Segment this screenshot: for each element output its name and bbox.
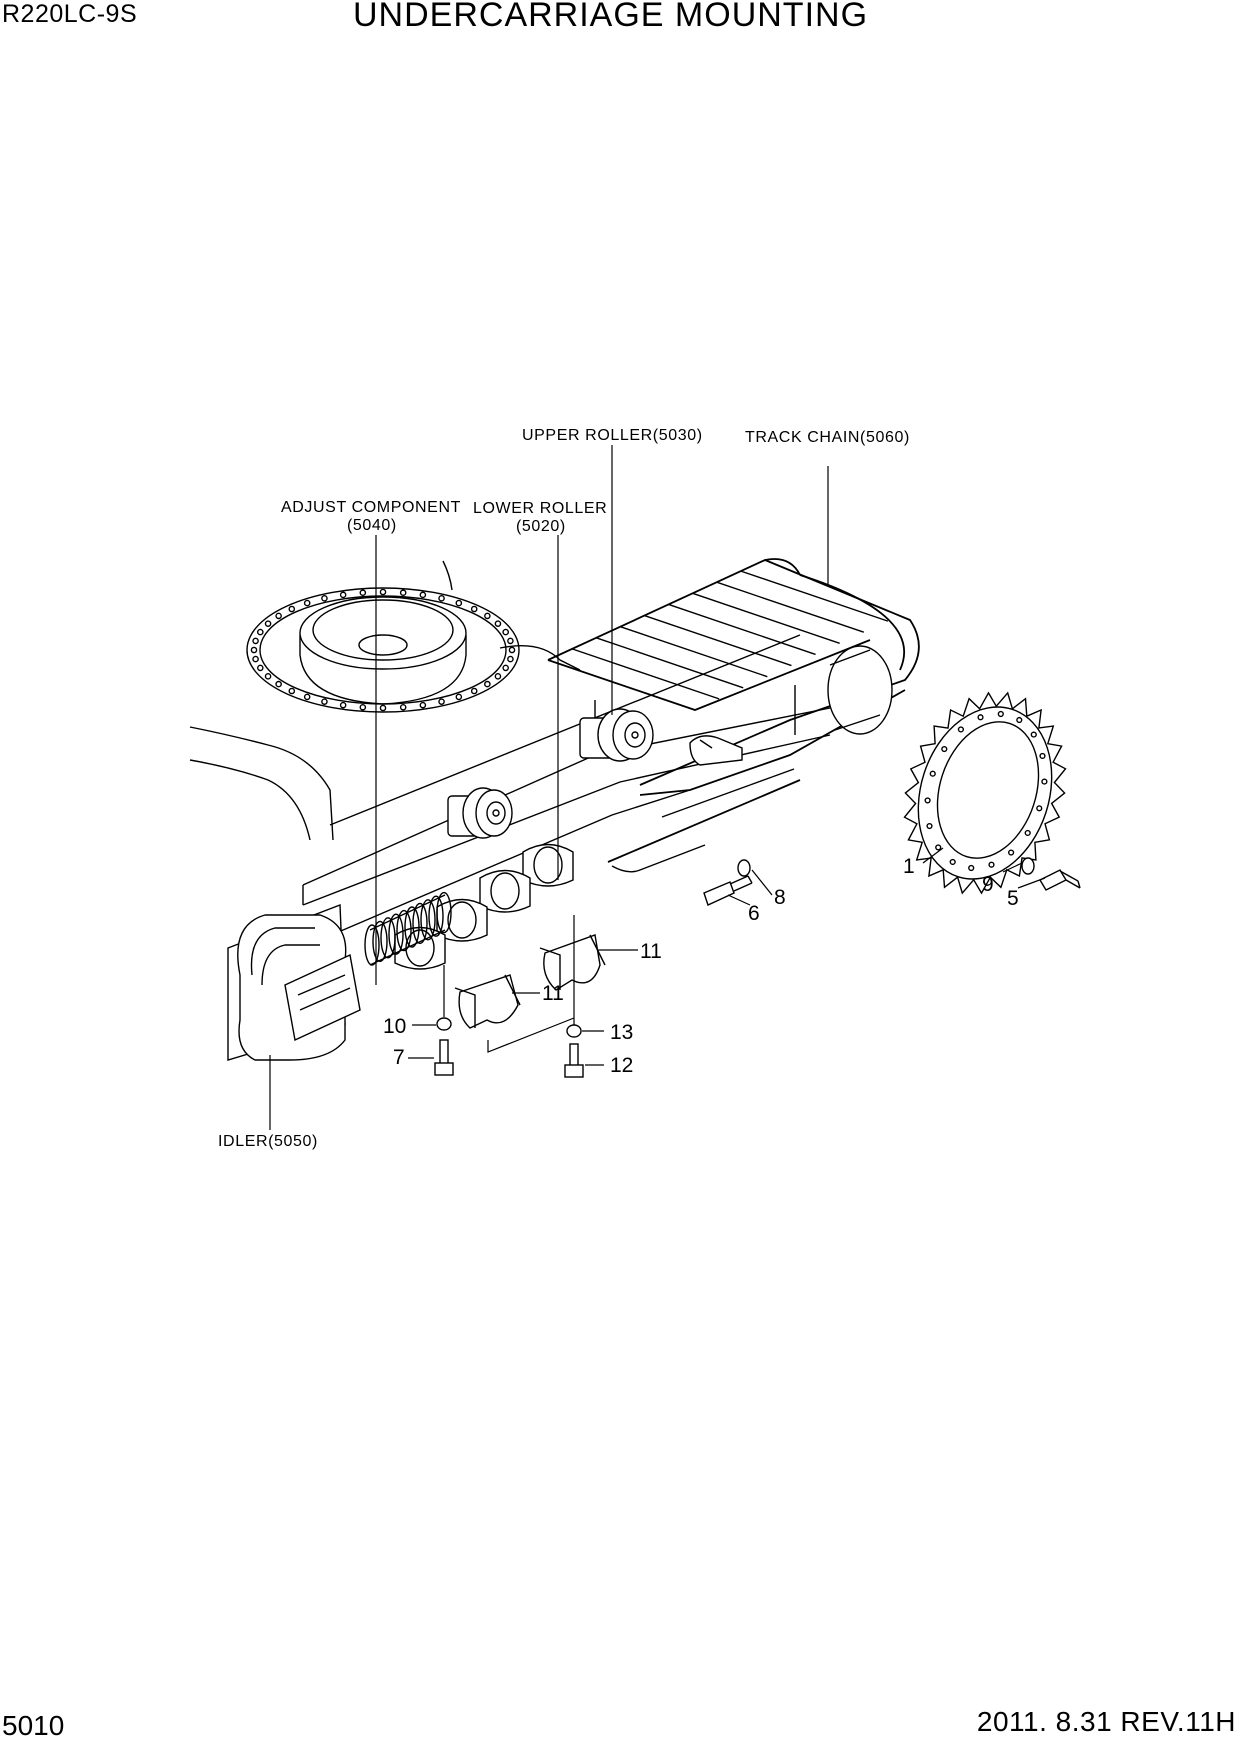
callout-10: 10	[383, 1015, 406, 1038]
revision-date: 2011. 8.31 REV.11H	[976, 1706, 1236, 1737]
callout-8: 8	[774, 886, 786, 909]
model-code: R220LC-9S	[2, 0, 138, 28]
washer-item-8	[737, 859, 751, 877]
washer-item-13	[566, 1024, 582, 1038]
sprocket	[903, 691, 1067, 895]
callout-11-upper: 11	[640, 940, 662, 963]
adjust-component-ref: (5040)	[347, 517, 397, 534]
lower-roller-ref: (5020)	[516, 518, 566, 535]
assembly-leaders	[269, 445, 829, 1130]
page-number: 5010	[2, 1710, 65, 1741]
bolt-item-6	[703, 875, 753, 906]
callout-6: 6	[748, 902, 760, 925]
upper-roller-label: UPPER ROLLER(5030)	[522, 427, 703, 444]
washer-item-10	[436, 1017, 452, 1031]
lower-roller-parts	[394, 843, 574, 970]
upper-roller-parts	[447, 708, 654, 839]
washer-item-9	[1021, 857, 1035, 875]
callout-13: 13	[610, 1021, 633, 1044]
callout-12: 12	[610, 1054, 633, 1077]
track-chain-label: TRACK CHAIN(5060)	[745, 429, 910, 446]
track-guard-upper	[539, 934, 606, 991]
bolt-item-12	[564, 1043, 584, 1078]
bolt-item-7	[434, 1039, 454, 1076]
swing-bearing	[246, 560, 520, 713]
callout-11-lower: 11	[542, 982, 564, 1005]
roller-guide-bracket	[689, 735, 743, 766]
bolt-item-5	[1039, 869, 1081, 891]
track-guard-lower	[454, 974, 521, 1029]
page-title: UNDERCARRIAGE MOUNTING	[353, 0, 869, 34]
lower-roller-label: LOWER ROLLER	[473, 500, 607, 517]
idler-wheel	[237, 914, 361, 1061]
idler-label: IDLER(5050)	[218, 1133, 318, 1150]
callout-leaders	[408, 847, 1046, 1066]
adjust-spring	[364, 891, 452, 966]
upper-frame	[189, 645, 581, 841]
callout-9: 9	[982, 873, 994, 896]
callout-5: 5	[1007, 887, 1019, 910]
callout-7: 7	[393, 1046, 405, 1069]
callout-1: 1	[903, 855, 915, 878]
track-chain	[547, 558, 920, 873]
adjust-component-label: ADJUST COMPONENT	[281, 499, 461, 516]
